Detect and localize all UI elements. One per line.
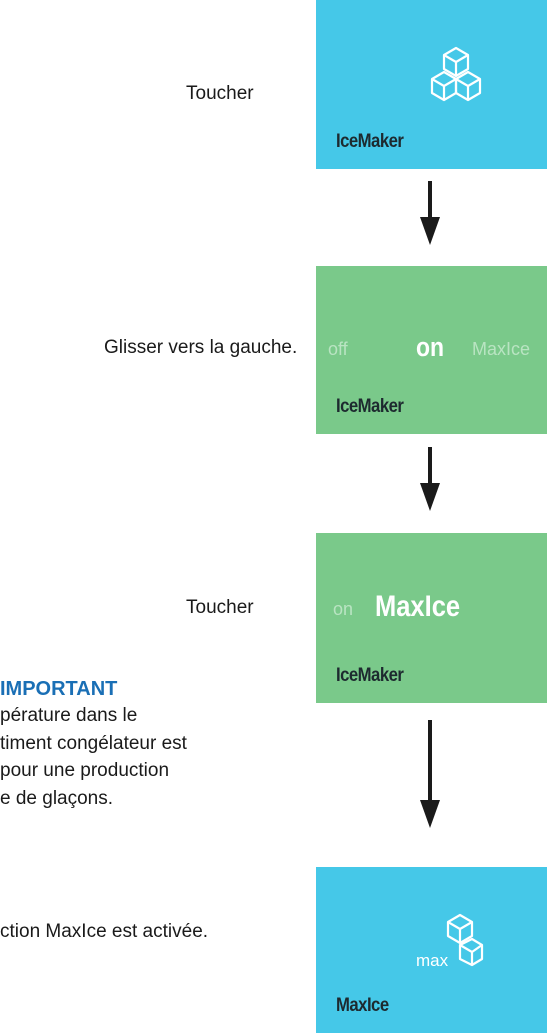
important-line-2: timent congélateur est — [0, 733, 187, 754]
option-off[interactable]: off — [328, 339, 348, 359]
maxice-label: MaxIce — [336, 995, 389, 1016]
icemaker-label: IceMaker — [336, 131, 404, 152]
maxice-indicator: max MaxIce — [316, 867, 547, 1033]
step3-instruction: Toucher — [186, 597, 254, 618]
important-line-4: e de glaçons. — [0, 788, 114, 809]
down-arrow-3 — [420, 720, 440, 828]
step2-instruction: Glisser vers la gauche. — [104, 337, 298, 358]
icemaker-label: IceMaker — [336, 396, 404, 417]
option-maxice[interactable]: MaxIce — [375, 590, 461, 623]
important-line-1: pérature dans le — [0, 705, 138, 726]
maxice-mode-selector[interactable]: on MaxIce IceMaker — [316, 533, 547, 703]
down-arrow-1 — [420, 181, 440, 245]
icemaker-button[interactable]: IceMaker — [316, 0, 547, 169]
max-icon-text: max — [416, 951, 449, 970]
important-title: IMPORTANT — [0, 678, 118, 700]
important-line-3: pour une production — [0, 760, 170, 781]
icemaker-label: IceMaker — [336, 665, 404, 686]
down-arrow-2 — [420, 447, 440, 511]
result-instruction: ction MaxIce est activée. — [0, 921, 209, 942]
option-maxice[interactable]: MaxIce — [472, 339, 531, 359]
option-on[interactable]: on — [333, 599, 354, 619]
step1-instruction: Toucher — [186, 83, 254, 104]
ice-cubes-icon — [430, 46, 482, 102]
max-ice-cubes-icon — [446, 913, 484, 967]
icemaker-mode-selector[interactable]: off on MaxIce IceMaker — [316, 266, 547, 434]
option-on[interactable]: on — [416, 332, 445, 362]
